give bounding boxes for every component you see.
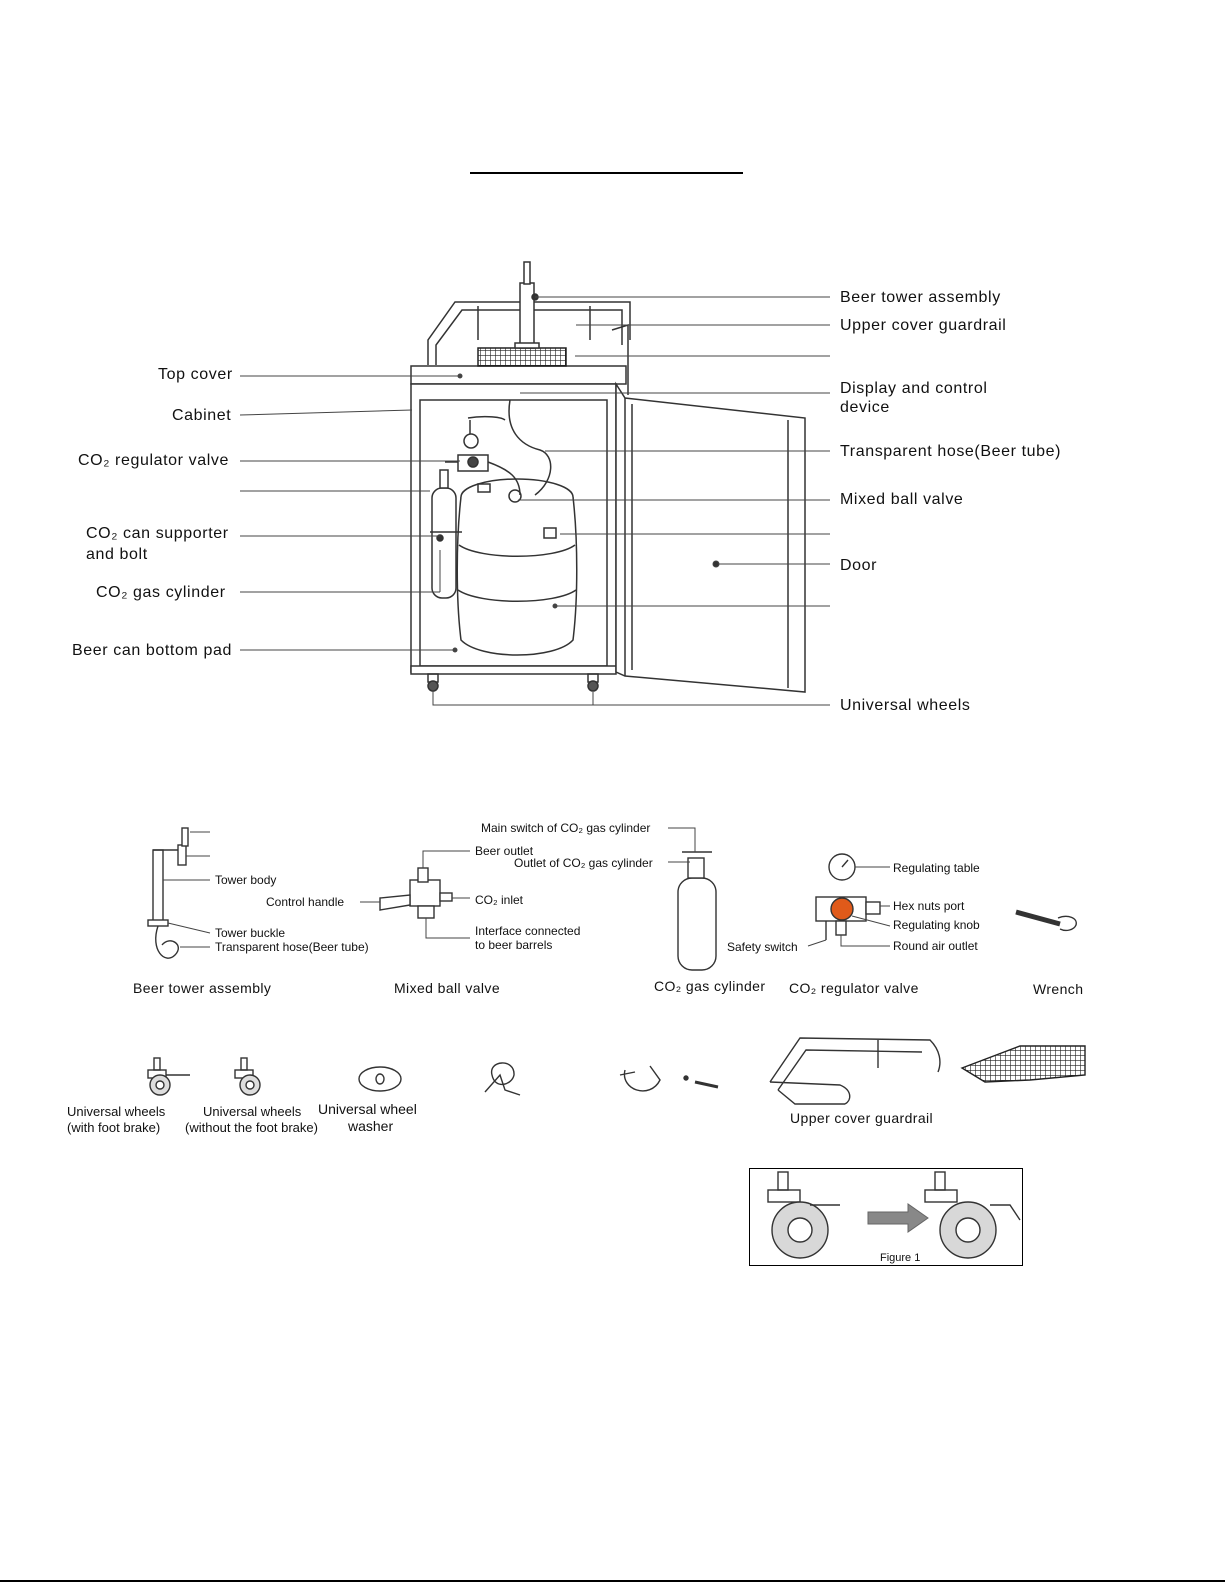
label-beer-can-bottom-pad: Beer can bottom pad <box>72 642 232 659</box>
kegerator-illustration <box>410 261 806 693</box>
label-safety-switch: Safety switch <box>727 940 798 954</box>
label-wheels-brake: Universal wheels <box>67 1104 166 1119</box>
label-beer-outlet: Beer outlet <box>475 844 534 858</box>
label-wheels-no-brake: Universal wheels <box>203 1104 302 1119</box>
label-wheels-no-brake-line2: (without the foot brake) <box>185 1120 318 1135</box>
label-display-control-line2: device <box>840 399 890 416</box>
parts-row-1-artwork <box>147 827 1077 971</box>
caption-upper-cover-guardrail: Upper cover guardrail <box>790 1110 934 1126</box>
title-underline <box>470 172 743 174</box>
label-co2-can-supporter: CO₂ can supporter <box>86 525 229 542</box>
label-control-handle: Control handle <box>266 895 345 909</box>
label-door: Door <box>840 557 878 574</box>
page-bottom-rule <box>0 1580 1225 1582</box>
label-co2-can-supporter-line2: and bolt <box>86 546 148 563</box>
main-leader-lines <box>239 296 830 706</box>
label-upper-cover-guardrail: Upper cover guardrail <box>840 317 1007 334</box>
label-round-air-outlet: Round air outlet <box>893 939 978 953</box>
label-cabinet: Cabinet <box>172 407 232 424</box>
label-tower-buckle: Tower buckle <box>215 926 286 940</box>
parts-row-2-artwork <box>147 1037 1086 1105</box>
caption-wrench: Wrench <box>1033 981 1084 997</box>
label-wheels-brake-line2: (with foot brake) <box>67 1120 161 1135</box>
label-regulating-table: Regulating table <box>893 861 980 875</box>
label-wheel-washer: Universal wheel <box>318 1101 417 1117</box>
figure-1-caption: Figure 1 <box>880 1252 921 1264</box>
label-transparent-hose: Transparent hose(Beer tube) <box>840 443 1062 460</box>
label-outlet-co2: Outlet of CO₂ gas cylinder <box>514 856 653 870</box>
figure-1-artwork <box>767 1171 1021 1259</box>
label-beer-tower-assembly: Beer tower assembly <box>840 289 1001 306</box>
parts-row-1-leaders <box>163 827 891 948</box>
label-co2-gas-cylinder: CO₂ gas cylinder <box>96 584 226 601</box>
arrow-icon <box>867 1203 929 1233</box>
label-mixed-ball-valve: Mixed ball valve <box>840 491 964 508</box>
label-co2-inlet: CO₂ inlet <box>475 893 524 907</box>
figure-1-box <box>749 1168 1023 1266</box>
label-main-switch: Main switch of CO₂ gas cylinder <box>481 821 651 835</box>
label-top-cover: Top cover <box>158 366 233 383</box>
label-interface: Interface connected <box>475 924 581 938</box>
caption-mixed-ball-valve: Mixed ball valve <box>394 980 500 996</box>
label-tower-transparent-hose: Transparent hose(Beer tube) <box>215 940 369 954</box>
caption-beer-tower-assembly: Beer tower assembly <box>133 980 272 996</box>
label-hex-nuts-port: Hex nuts port <box>893 899 965 913</box>
label-display-control: Display and control <box>840 380 988 397</box>
label-universal-wheels: Universal wheels <box>840 697 971 714</box>
label-interface-line2: to beer barrels <box>475 938 553 952</box>
caption-co2-regulator-valve: CO₂ regulator valve <box>789 980 919 996</box>
caption-co2-gas-cylinder: CO₂ gas cylinder <box>654 978 766 994</box>
label-wheel-washer-line2: washer <box>348 1118 394 1134</box>
label-tower-body: Tower body <box>215 873 277 887</box>
label-regulating-knob: Regulating knob <box>893 918 980 932</box>
label-co2-regulator-valve: CO₂ regulator valve <box>78 452 230 469</box>
